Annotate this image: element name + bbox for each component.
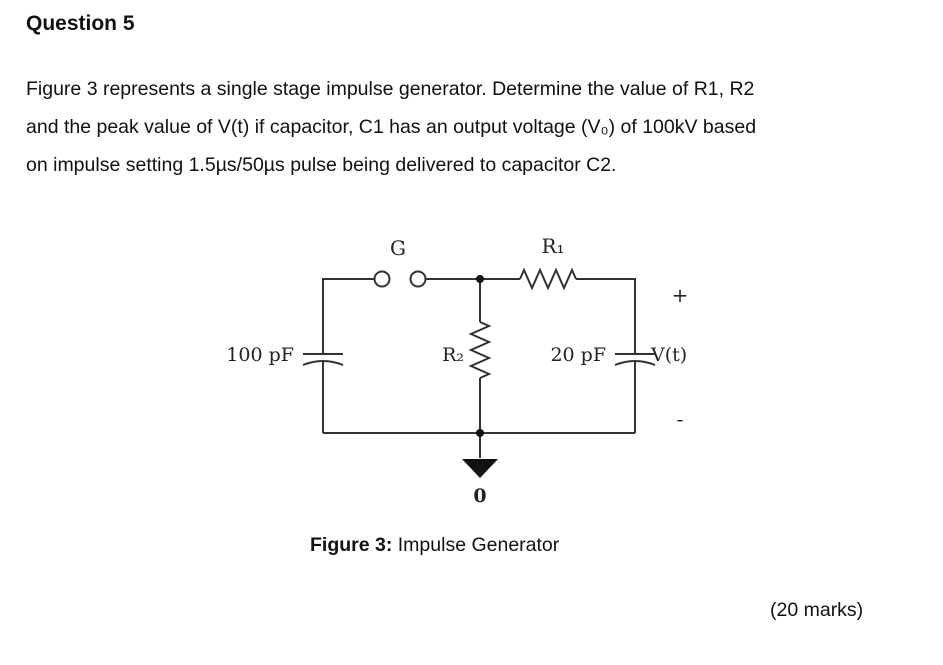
question-line-3: on impulse setting 1.5µs/50µs pulse bein…	[26, 154, 617, 176]
r1-resistor	[519, 267, 577, 291]
label-r2: R₂	[442, 344, 464, 366]
question-heading: Question 5	[26, 12, 135, 35]
wire-top-right	[576, 278, 636, 354]
marks-label: (20 marks)	[770, 599, 864, 621]
c1-capacitor-bottom-plate	[302, 360, 344, 366]
label-plus: +	[672, 283, 689, 307]
r2-resistor	[468, 321, 492, 379]
wire-top-left	[322, 278, 374, 354]
label-output-voltage: V(t)	[650, 344, 687, 366]
question-line-1: Figure 3 represents a single stage impul…	[26, 78, 755, 100]
node-top	[476, 275, 484, 283]
question-text: Figure 3 represents a single stage impul…	[26, 70, 906, 184]
node-bottom	[476, 429, 484, 437]
ground-symbol	[462, 459, 498, 478]
label-minus: -	[677, 407, 684, 431]
c2-capacitor-bottom-plate	[614, 360, 656, 366]
figure-caption: Figure 3: Impulse Generator	[310, 534, 559, 557]
label-ground: 0	[473, 485, 486, 507]
question-line-2: and the peak value of V(t) if capacitor,…	[26, 116, 757, 138]
label-c2: 20 pF	[550, 344, 606, 366]
figure-caption-text: Impulse Generator	[397, 534, 560, 556]
label-g: G	[390, 236, 406, 260]
spark-gap-left-electrode	[373, 270, 391, 288]
label-r1: R₁	[541, 234, 564, 258]
label-c1: 100 pF	[226, 344, 294, 366]
spark-gap-right-electrode	[409, 270, 427, 288]
figure-caption-label: Figure 3:	[310, 534, 393, 556]
